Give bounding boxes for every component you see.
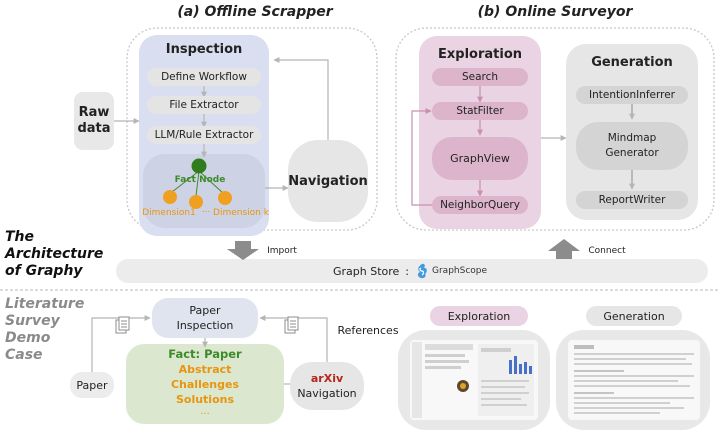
document-icon [284, 316, 299, 334]
dimension-k-label: Dimension k [213, 208, 269, 218]
architecture-line: The [5, 229, 35, 245]
llm-rule-extractor-step: LLM/Rule Extractor [147, 126, 261, 144]
mindmap-generator-step: Mindmap Generator [576, 122, 688, 170]
offline-title: (a) Offline Scrapper [177, 4, 333, 20]
arxiv-navigation-text: Navigation [297, 387, 357, 400]
fact-item: Challenges [170, 378, 240, 391]
fact-more: ... [200, 406, 210, 417]
fact-paper-title: Fact: Paper [168, 347, 242, 361]
fact-node-label: Fact Node [174, 175, 226, 185]
report-writer-step: ReportWriter [576, 191, 688, 209]
online-title: (b) Online Surveyor [477, 4, 633, 20]
search-step: Search [432, 68, 528, 86]
raw-data-box [74, 92, 114, 150]
import-arrow [227, 241, 259, 260]
raw-data-line: Raw [78, 105, 110, 120]
demo-arxiv-label: arXiv Navigation [290, 362, 364, 410]
file-extractor-step: File Extractor [147, 96, 261, 114]
paper-inspection-line: Inspection [176, 319, 234, 332]
demo-fact-content: Fact: Paper Abstract Challenges Solution… [126, 347, 284, 417]
import-label: Import [267, 246, 297, 256]
raw-data-line: data [77, 121, 111, 136]
references-label: References [337, 323, 399, 337]
graph-store-text: Graph Store [332, 264, 400, 278]
exploration-title: Exploration [438, 46, 522, 62]
demo-line: Demo [5, 330, 51, 346]
demo-line: Survey [5, 313, 60, 329]
intention-inferrer-step: IntentionInferrer [576, 86, 688, 104]
inspection-title: Inspection [165, 41, 243, 57]
demo-fact-box [126, 344, 284, 424]
graphscope-text: GraphScope [432, 266, 488, 276]
generation-title: Generation [591, 54, 673, 70]
arxiv-text: arXiv [310, 372, 344, 385]
connect-arrow [548, 239, 580, 259]
demo-line: Literature [5, 296, 85, 312]
navigation-label: Navigation [288, 173, 368, 189]
graph-store-colon: : [405, 264, 409, 278]
neighborquery-step: NeighborQuery [432, 196, 528, 214]
architecture-line: of Graphy [5, 263, 83, 279]
demo-paper-box [70, 372, 114, 398]
mindmap-line: Mindmap [607, 132, 657, 144]
graph-store-bar [116, 259, 708, 283]
connect-label: Connect [588, 246, 626, 256]
fact-node-area [143, 154, 265, 228]
demo-label: Literature Survey Demo Case [5, 296, 85, 364]
demo-paper-label: Paper [76, 378, 108, 392]
demo-arxiv-box [290, 362, 364, 410]
graphview-step: GraphView [432, 137, 528, 180]
fact-item: Solutions [175, 393, 235, 406]
demo-generation-label: Generation [586, 306, 682, 326]
mindmap-line: Generator [605, 147, 659, 159]
raw-data-label: Raw data [74, 92, 114, 150]
demo-exploration-label: Exploration [430, 306, 528, 326]
document-icon [115, 316, 130, 334]
dimension1-label: Dimension1 [142, 208, 196, 218]
online-container [395, 27, 715, 231]
paper-inspection-line: Paper [189, 304, 221, 317]
demo-paper-inspection-label: Paper Inspection [152, 298, 258, 338]
fact-item: Abstract [178, 363, 232, 376]
dimension-ellipsis: ... [201, 205, 211, 215]
demo-line: Case [5, 347, 43, 363]
statfilter-step: StatFilter [432, 102, 528, 120]
demo-paper-inspection-box [152, 298, 258, 338]
define-workflow-step: Define Workflow [147, 68, 261, 86]
graphscope-logo-icon [417, 263, 427, 279]
graph-store-label: Graph Store : GraphScope [300, 259, 520, 283]
navigation-box [288, 140, 368, 222]
architecture-line: Architecture [5, 246, 104, 262]
architecture-label: The Architecture of Graphy [5, 229, 115, 280]
